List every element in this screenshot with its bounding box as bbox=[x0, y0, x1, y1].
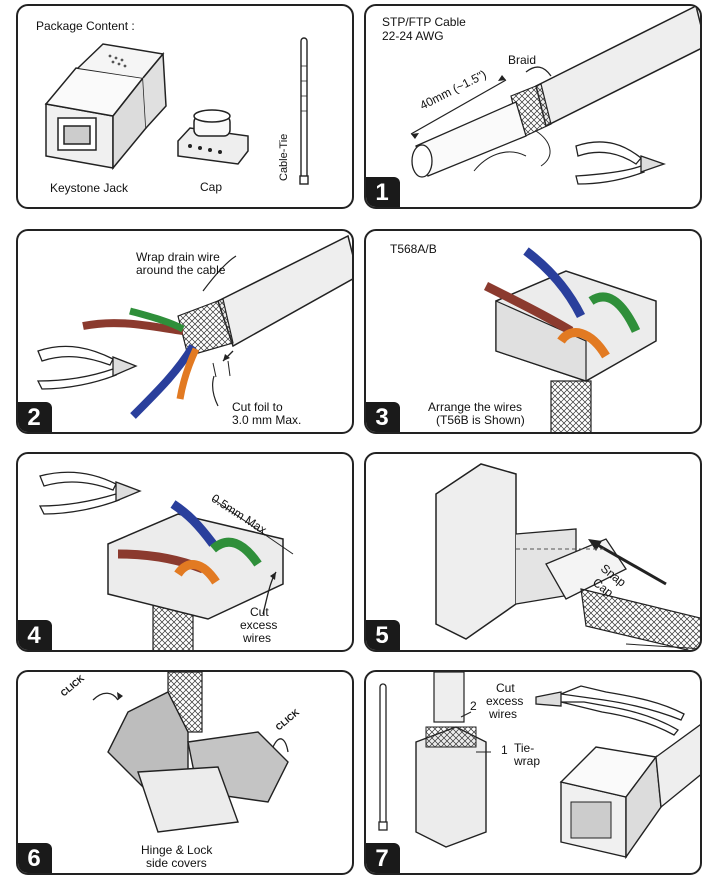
tie-wrap-illustration bbox=[378, 672, 700, 860]
cut-excess-label-3: wires bbox=[489, 707, 518, 721]
panel-step-6: CLICK CLICK Hinge & Lock side covers 6 bbox=[16, 670, 354, 875]
cut-excess-label-2: excess bbox=[486, 694, 524, 708]
step-number-badge: 5 bbox=[366, 620, 400, 650]
arrange-wires-label-2: (T56B is Shown) bbox=[436, 413, 525, 427]
arrange-wires-label-1: Arrange the wires bbox=[428, 400, 523, 414]
foil-cut-label-2: 3.0 mm Max. bbox=[232, 413, 302, 427]
panel-package-content: Package Content : Keystone Jack Cap Cabl… bbox=[16, 4, 354, 209]
cut-excess-label-1: Cut bbox=[250, 605, 269, 619]
package-illustration bbox=[44, 37, 309, 185]
cable-gauge-title: 22-24 AWG bbox=[382, 29, 444, 43]
package-title: Package Content : bbox=[36, 19, 135, 33]
cut-excess-label-2: excess bbox=[240, 618, 278, 632]
hinge-lock-illustration bbox=[92, 672, 289, 833]
tie-wrap-label-2: wrap bbox=[514, 754, 541, 768]
hinge-lock-label-1: Hinge & Lock bbox=[141, 843, 213, 857]
tie-wrap-label-1: Tie- bbox=[514, 741, 535, 755]
panel-step-2: Wrap drain wire around the cable Cut foi… bbox=[16, 229, 354, 434]
keystone-jack-label: Keystone Jack bbox=[50, 181, 129, 195]
step-number-badge: 6 bbox=[18, 843, 52, 873]
step-number-badge: 1 bbox=[366, 177, 400, 207]
cable-type-title: STP/FTP Cable bbox=[382, 15, 466, 29]
step-number-badge: 7 bbox=[366, 843, 400, 873]
drain-wire-label-2: around the cable bbox=[136, 263, 226, 277]
stripped-cable-illustration bbox=[410, 6, 700, 185]
panel-step-1: STP/FTP Cable 22-24 AWG Braid 40mm (~1.5… bbox=[364, 4, 702, 209]
braid-label: Braid bbox=[508, 53, 537, 67]
cut-wires-illustration bbox=[38, 471, 294, 650]
foil-cut-label-1: Cut foil to bbox=[232, 400, 283, 414]
hinge-lock-label-2: side covers bbox=[146, 856, 207, 870]
cut-excess-label-1: Cut bbox=[496, 681, 515, 695]
panel-step-4: 0.5mm Max. Cut excess wires 4 bbox=[16, 452, 354, 652]
cap-label: Cap bbox=[200, 180, 223, 194]
wire-arrangement-illustration bbox=[483, 247, 657, 432]
panel-step-7: 2 Cut excess wires 1 Tie- wrap 7 bbox=[364, 670, 702, 875]
drain-wire-illustration bbox=[36, 234, 352, 419]
step-2-number: 2 bbox=[470, 699, 477, 713]
cable-tie-label: Cable-Tie bbox=[278, 133, 290, 181]
wiring-standard-title: T568A/B bbox=[390, 242, 437, 256]
step-number-badge: 4 bbox=[18, 620, 52, 650]
step-number-badge: 2 bbox=[18, 402, 52, 432]
step-number-badge: 3 bbox=[366, 402, 400, 432]
panel-step-3: T568A/B Arrange the wires (T56B is Shown… bbox=[364, 229, 702, 434]
cut-excess-label-3: wires bbox=[243, 631, 272, 645]
step-1-number: 1 bbox=[501, 743, 508, 757]
snap-cap-illustration bbox=[435, 463, 700, 650]
drain-wire-label-1: Wrap drain wire bbox=[136, 250, 220, 264]
panel-step-5: Snap Cap 5 bbox=[364, 452, 702, 652]
